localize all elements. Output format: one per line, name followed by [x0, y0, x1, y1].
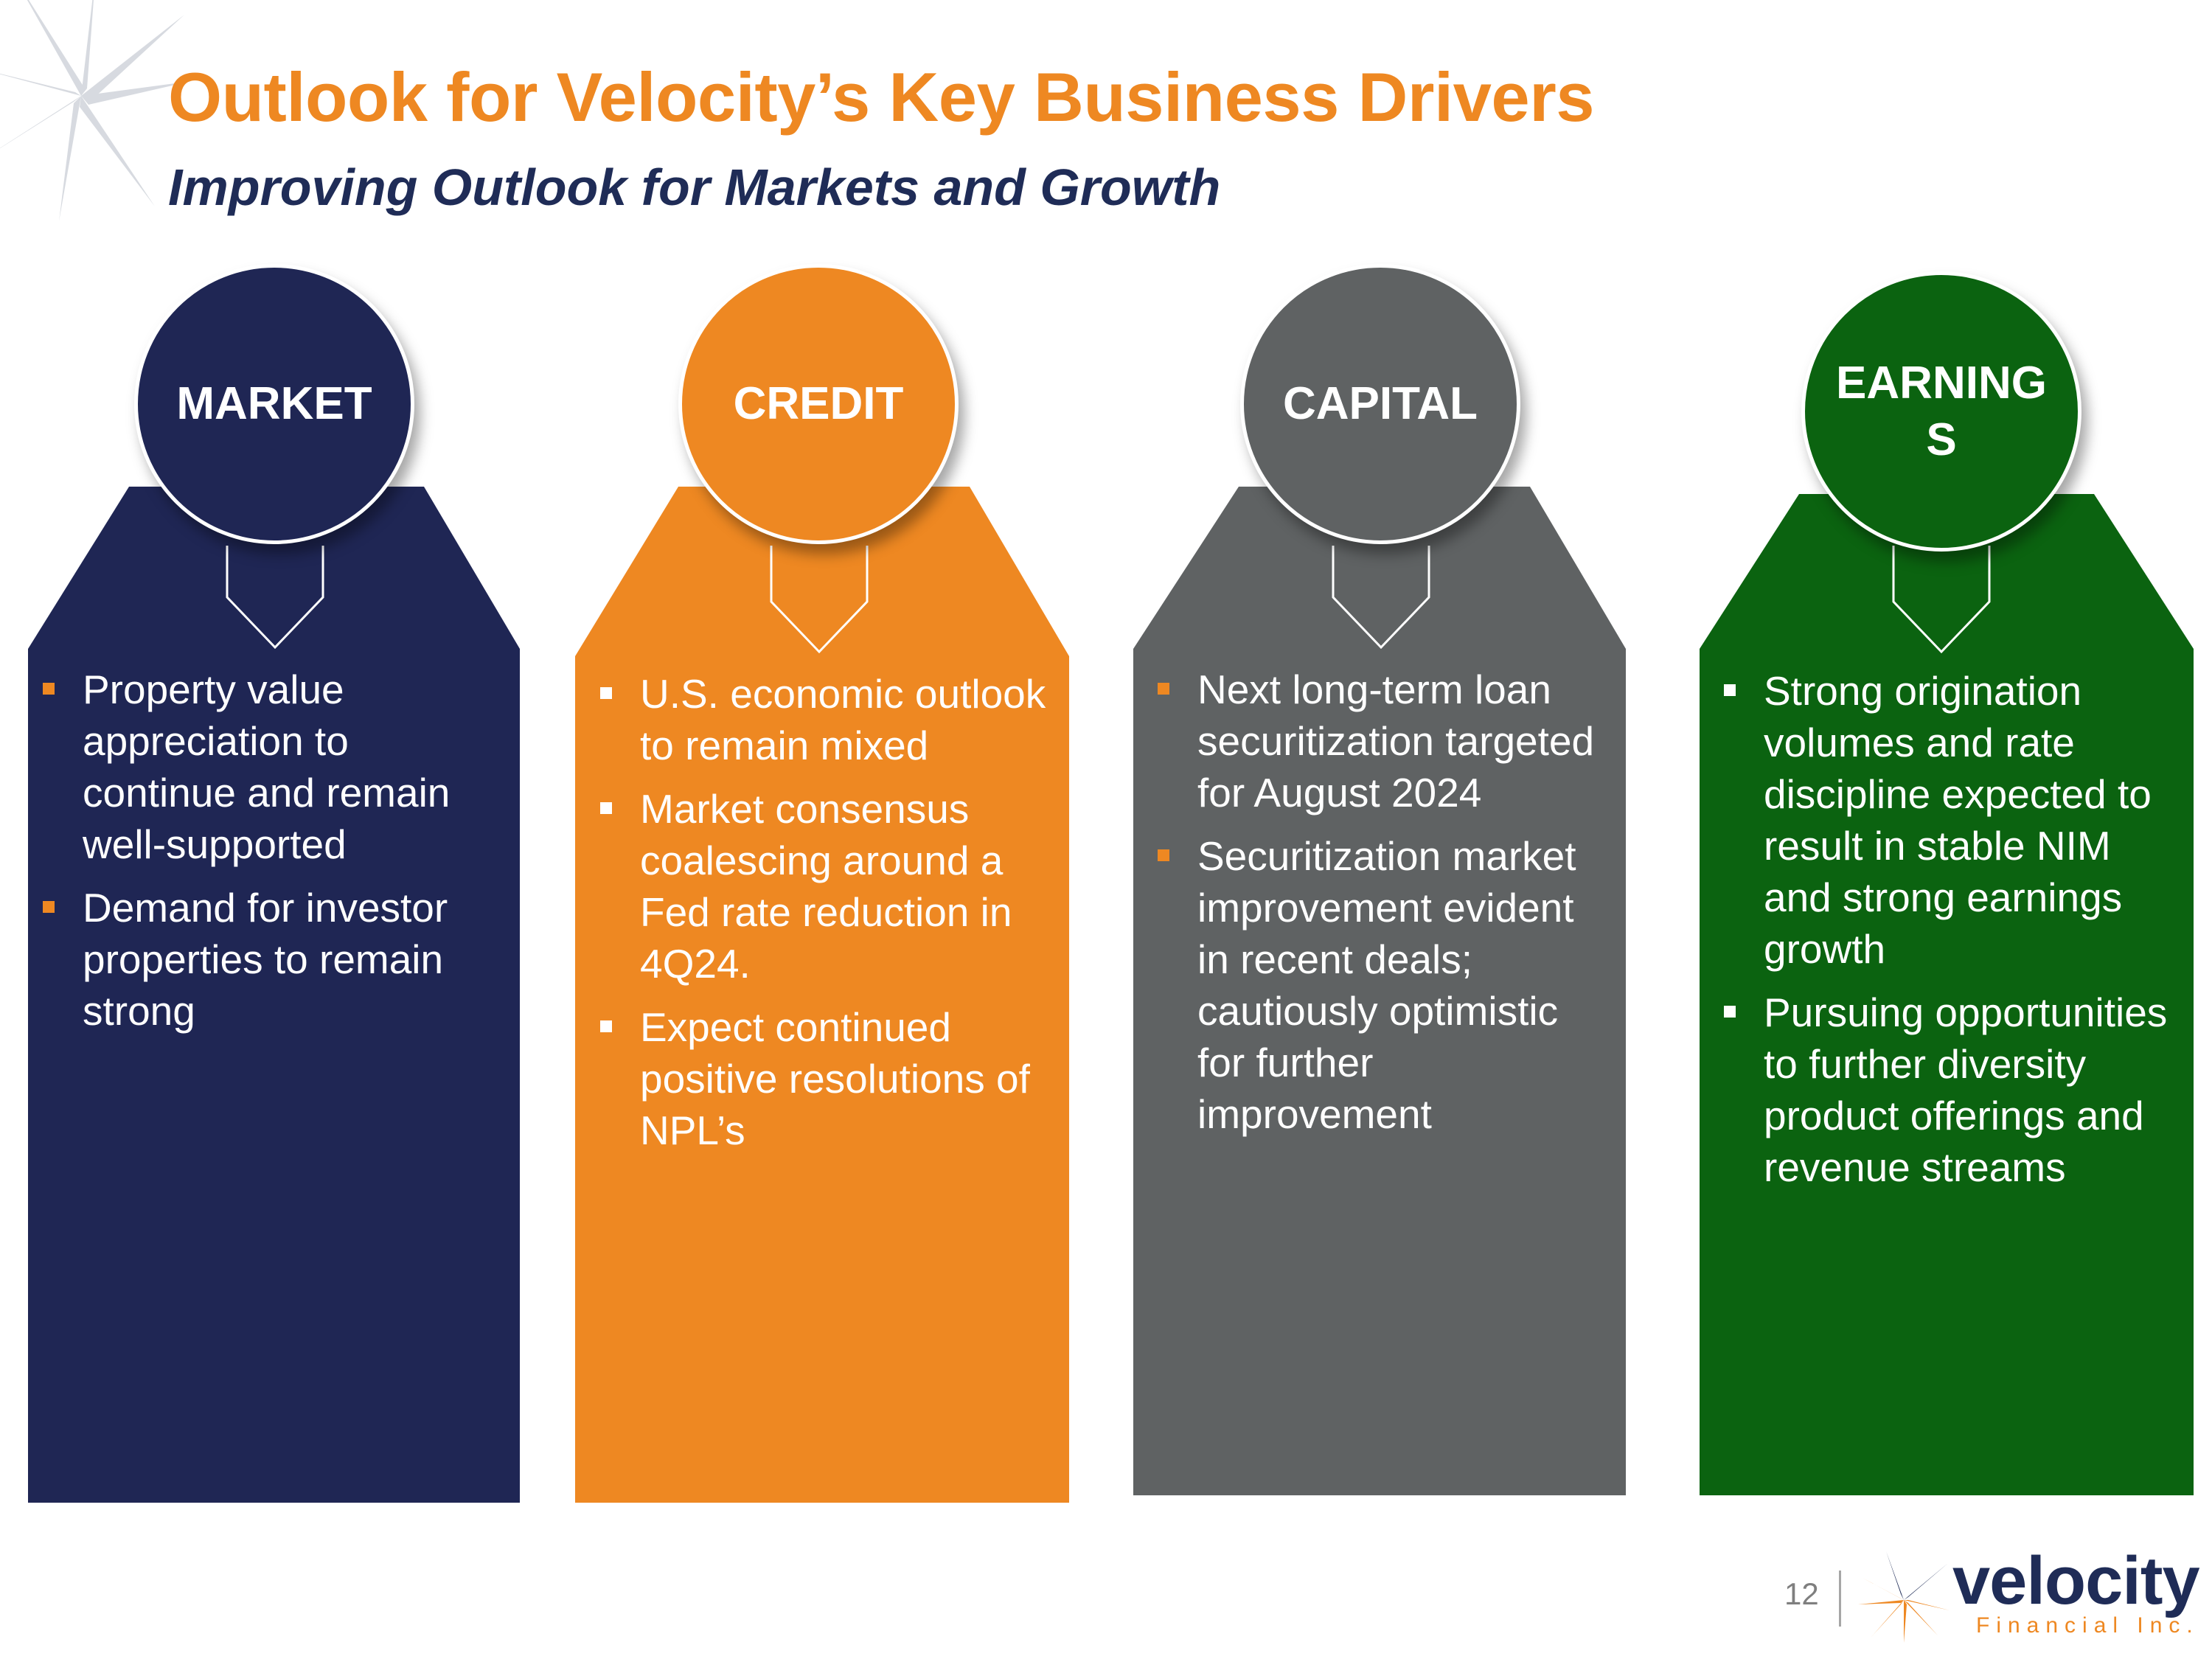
list-item: Next long-term loan securitization targe…: [1156, 664, 1613, 818]
earnings-bullets: Strong origination volumes and rate disc…: [1722, 665, 2187, 1205]
decorative-star-icon: [0, 0, 192, 221]
list-item: Securitization market improvement eviden…: [1156, 830, 1613, 1140]
velocity-logo-star-icon: [1858, 1551, 1950, 1643]
page-number: 12: [1784, 1576, 1819, 1611]
credit-heading-circle: CREDIT: [678, 264, 959, 544]
list-item: Strong origination volumes and rate disc…: [1722, 665, 2187, 975]
earnings-panel: [1700, 494, 2194, 1495]
credit-chevron-icon: [770, 546, 869, 654]
list-item: Pursuing opportunities to further divers…: [1722, 987, 2187, 1193]
capital-chevron-icon: [1332, 546, 1430, 650]
list-item: Demand for investor properties to remain…: [41, 882, 491, 1037]
earnings-heading: EARNING S: [1836, 357, 2047, 466]
capital-heading-circle: CAPITAL: [1240, 264, 1520, 544]
footer-divider: [1839, 1571, 1841, 1627]
slide-title: Outlook for Velocity’s Key Business Driv…: [168, 58, 1595, 136]
market-heading-circle: MARKET: [134, 264, 414, 544]
credit-panel: [575, 487, 1069, 1503]
market-heading: MARKET: [176, 378, 372, 430]
list-item: Market consensus coalescing around a Fed…: [599, 783, 1056, 990]
earnings-heading-circle: EARNING S: [1801, 271, 2081, 552]
slide-subtitle: Improving Outlook for Markets and Growth: [168, 159, 1221, 216]
list-item: Expect continued positive resolutions of…: [599, 1001, 1056, 1156]
market-bullets: Property value appreciation to continue …: [41, 664, 491, 1048]
capital-heading: CAPITAL: [1282, 378, 1478, 430]
logo-wordmark: velocity: [1952, 1543, 2200, 1618]
logo-tagline: Financial Inc.: [1976, 1613, 2199, 1638]
list-item: U.S. economic outlook to remain mixed: [599, 668, 1056, 771]
capital-bullets: Next long-term loan securitization targe…: [1156, 664, 1613, 1152]
credit-bullets: U.S. economic outlook to remain mixed Ma…: [599, 668, 1056, 1168]
list-item: Property value appreciation to continue …: [41, 664, 491, 870]
capital-panel: [1133, 487, 1626, 1495]
market-chevron-icon: [226, 546, 324, 650]
earnings-chevron-icon: [1892, 546, 1991, 654]
credit-heading: CREDIT: [733, 378, 904, 430]
market-panel: [28, 487, 520, 1503]
